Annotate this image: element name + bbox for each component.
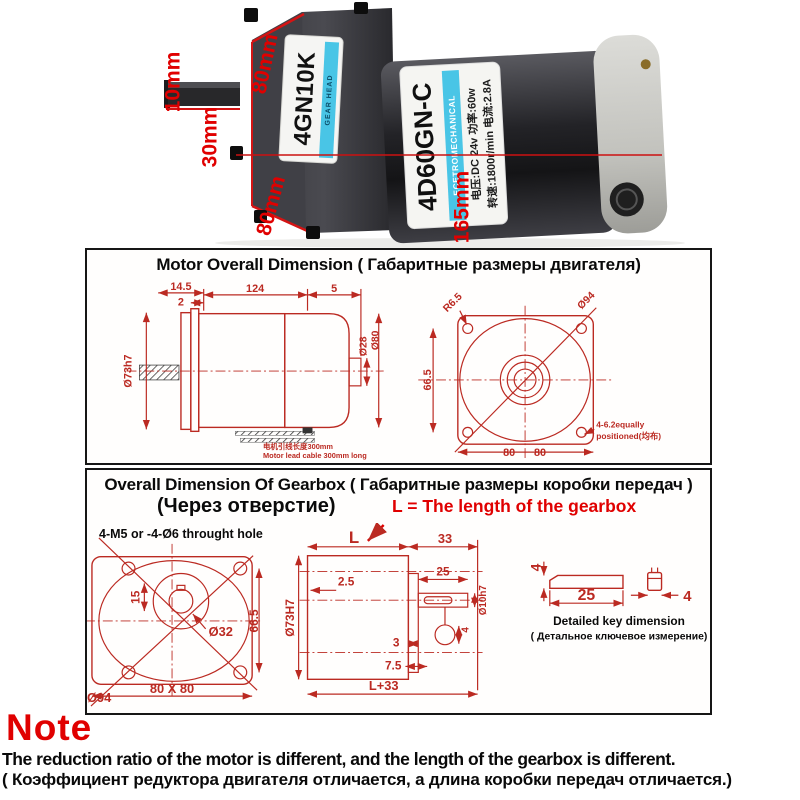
gearbox-box-title: Overall Dimension Of Gearbox ( Габаритны… bbox=[104, 475, 693, 494]
gearhead-label: 4GN10K GEAR HEAD bbox=[278, 34, 344, 164]
dim-2-5: 2.5 bbox=[338, 574, 355, 588]
motor-shaft bbox=[164, 80, 240, 110]
note-line-ru: ( Коэффициент редуктора двигателя отлича… bbox=[2, 769, 732, 789]
dim-r6-5: R6.5 bbox=[441, 291, 464, 314]
dim-5: 5 bbox=[331, 283, 337, 295]
note-section: Note The reduction ratio of the motor is… bbox=[0, 707, 800, 790]
dim-d32: Ø32 bbox=[209, 624, 233, 639]
holes-note-2: positioned(均布) bbox=[596, 431, 661, 441]
dim-66-5: 66.5 bbox=[422, 369, 434, 390]
key-dim-4-left: 4 bbox=[528, 563, 544, 571]
dim-d73h7: Ø73h7 bbox=[122, 354, 134, 387]
mounting-screws bbox=[230, 2, 368, 239]
holes-note-1: 4-6.2equally bbox=[596, 419, 644, 429]
product-photo: 4GN10K GEAR HEAD 4D60GN-C ECETROMECHANIC… bbox=[162, 2, 685, 248]
gearhead-model-text: 4GN10K bbox=[289, 51, 321, 146]
dim-2: 2 bbox=[178, 297, 184, 309]
cable-note-cn: 电机引线长度300mm bbox=[263, 441, 333, 451]
dim-15: 15 bbox=[129, 590, 143, 604]
dim-3: 3 bbox=[393, 636, 400, 650]
gearbox-edge-highlight bbox=[251, 12, 305, 44]
dim-d10h7: Ø10h7 bbox=[478, 585, 489, 616]
dim-L: L bbox=[349, 528, 359, 547]
dim-d28: Ø28 bbox=[359, 336, 370, 356]
key-dim-4-right: 4 bbox=[683, 589, 692, 605]
dim-14-5: 14.5 bbox=[170, 281, 191, 293]
dim-d94-front: Ø94 bbox=[87, 690, 112, 705]
key-detail-view: 4 25 4 Detailed key dimension ( Детально… bbox=[528, 561, 708, 643]
motor-dimension-panel: Motor Overall Dimension ( Габаритные раз… bbox=[85, 248, 712, 465]
cable-gland bbox=[609, 182, 644, 217]
gearhead-tag-text: GEAR HEAD bbox=[325, 74, 335, 125]
gearbox-dimension-panel: Overall Dimension Of Gearbox ( Габаритны… bbox=[85, 468, 712, 715]
motor-face-view: 66.5 80 80 R6.5 Ø94 4-6.2equally positio… bbox=[418, 290, 661, 459]
dim-7-5: 7.5 bbox=[385, 658, 402, 672]
legend-arrow bbox=[366, 523, 388, 542]
motor-end-cap bbox=[593, 34, 668, 234]
motor-model-text: 4D60GN-C bbox=[406, 82, 443, 212]
dim-66-5-front: 66.5 bbox=[247, 609, 261, 632]
dim-124: 124 bbox=[246, 283, 264, 295]
key-caption-en: Detailed key dimension bbox=[553, 614, 685, 628]
gearbox-hole-note: 4-M5 or -4-Ø6 throught hole bbox=[99, 527, 263, 541]
note-heading: Note bbox=[6, 707, 93, 748]
gearbox-subtitle-ru: (Через отверстие) bbox=[157, 495, 336, 517]
gearbox-dimension-drawing: 15 Ø32 66.5 80 X 80 Ø94 bbox=[87, 523, 708, 707]
dim-L-plus-33: L+33 bbox=[369, 678, 399, 693]
dim-80-left: 80 bbox=[503, 447, 515, 459]
gearhead-tag-strip bbox=[319, 41, 340, 159]
dim-label-motor-length: 165mm bbox=[451, 171, 474, 243]
dim-d94: Ø94 bbox=[576, 290, 598, 312]
dim-label-shaft-diameter: 10mm bbox=[162, 52, 185, 113]
cable-note-en: Motor lead cable 300mm long bbox=[263, 451, 367, 460]
dim-80-right: 80 bbox=[534, 447, 546, 459]
motor-box-title: Motor Overall Dimension ( Габаритные раз… bbox=[156, 255, 641, 274]
dim-80x80: 80 X 80 bbox=[150, 681, 194, 696]
dim-4-key: 4 bbox=[460, 627, 471, 633]
gearbox-length-legend: L = The length of the gearbox bbox=[392, 496, 637, 516]
dim-label-shaft-length: 30mm bbox=[199, 107, 222, 168]
dim-d73H7: Ø73H7 bbox=[283, 599, 297, 637]
motor-body-group: 4D60GN-C ECETROMECHANICAL 电压:DC 24v 功率:6… bbox=[380, 34, 668, 244]
motor-label: 4D60GN-C ECETROMECHANICAL 电压:DC 24v 功率:6… bbox=[399, 61, 509, 230]
dim-25-shaft: 25 bbox=[436, 564, 450, 578]
terminal-contact bbox=[640, 59, 651, 70]
gearbox-side-view: Ø73H7 L 33 25 Ø10h7 2.5 3 7.5 4 bbox=[283, 523, 489, 698]
motor-dimension-drawing: 14.5 2 124 5 Ø73h7 Ø28 Ø80 bbox=[122, 281, 661, 460]
dim-33: 33 bbox=[438, 531, 452, 546]
key-caption-ru: ( Детальное ключевое измерение) bbox=[531, 632, 708, 643]
dim-d80: Ø80 bbox=[370, 330, 381, 350]
motor-side-view: 14.5 2 124 5 Ø73h7 Ø28 Ø80 bbox=[122, 281, 384, 460]
photo-shadow bbox=[215, 238, 685, 248]
key-dim-25: 25 bbox=[578, 587, 596, 604]
motor-brand-strip bbox=[441, 70, 467, 221]
note-line-en: The reduction ratio of the motor is diff… bbox=[2, 748, 676, 769]
gearbox-front-view: 15 Ø32 66.5 80 X 80 Ø94 bbox=[87, 537, 264, 707]
